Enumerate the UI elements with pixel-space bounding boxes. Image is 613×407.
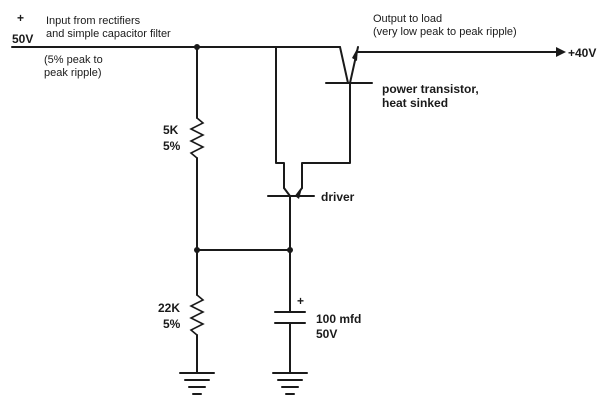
resistor-bottom-icon <box>189 294 205 336</box>
ground-icon-left <box>179 372 215 395</box>
capacitor-icon <box>274 311 306 324</box>
resistor-top-value: 5K <box>163 123 179 137</box>
power-transistor-label-line2: heat sinked <box>382 96 448 110</box>
input-ripple-line2: peak ripple) <box>44 67 101 79</box>
driver-emitter-wire <box>301 82 351 189</box>
driver-collector-wire <box>275 46 285 189</box>
power-transistor-label-line1: power transistor, <box>382 82 479 96</box>
capacitor-voltage: 50V <box>316 327 337 341</box>
input-description-line2: and simple capacitor filter <box>46 28 171 40</box>
capacitor-plus-sign: + <box>297 294 304 308</box>
driver-label: driver <box>321 190 355 204</box>
input-voltage-label: 50V <box>12 32 33 46</box>
capacitor-value: 100 mfd <box>316 312 361 326</box>
output-voltage-label: +40V <box>568 46 596 60</box>
resistor-top-icon <box>189 117 205 159</box>
input-plus-sign: + <box>17 11 24 25</box>
ground-icon-right <box>272 372 308 395</box>
resistor-bottom-tolerance: 5% <box>163 317 181 331</box>
input-description-line1: Input from rectifiers <box>46 15 141 27</box>
output-description-line1: Output to load <box>373 13 442 25</box>
resistor-bottom-value: 22K <box>158 301 180 315</box>
input-ripple-line1: (5% peak to <box>44 54 103 66</box>
output-arrow-icon <box>556 47 566 57</box>
input-terminal: + 50V <box>12 11 33 46</box>
output-description-line2: (very low peak to peak ripple) <box>373 26 517 38</box>
resistor-top-tolerance: 5% <box>163 139 181 153</box>
